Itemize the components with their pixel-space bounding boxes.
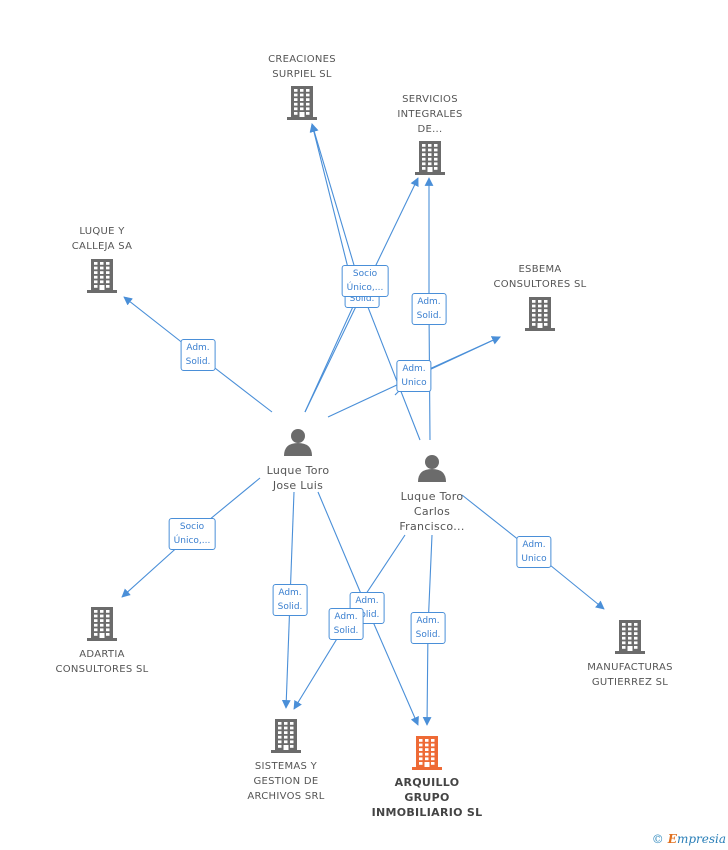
edge-label-line: Adm.	[186, 343, 210, 353]
node-label-adartia[interactable]: ADARTIA CONSULTORES SL	[55, 647, 148, 677]
node-label-line: Carlos	[413, 505, 451, 518]
node-label-line: SISTEMAS Y	[254, 761, 318, 772]
copyright-icon: ©	[651, 832, 664, 846]
edge-label-line: Unico	[521, 554, 547, 564]
edge-label-line: Adm.	[402, 364, 426, 374]
node-label-line: Luque Toro	[266, 464, 330, 477]
node-label-line: INTEGRALES	[397, 109, 463, 120]
node-label-line: GUTIERREZ SL	[591, 677, 669, 688]
node-label-line: GRUPO	[404, 791, 450, 804]
node-label-luque-calleja[interactable]: LUQUE Y CALLEJA SA	[72, 224, 132, 254]
brand-name: mpresia	[676, 832, 726, 846]
edge-label-line: Solid.	[416, 311, 442, 321]
edge-label-line: Único,...	[173, 536, 211, 546]
node-label-line: ARCHIVOS SRL	[247, 791, 325, 802]
building-icon-sistemas[interactable]	[271, 719, 301, 753]
node-label-line: ESBEMA	[518, 264, 562, 275]
node-label-line: DE...	[417, 124, 443, 135]
node-label-line: Francisco...	[399, 520, 465, 533]
edge-label-line: Único,...	[346, 283, 384, 293]
edge-label-jose-luis-to-luque-calleja[interactable]: Adm. Solid.	[180, 339, 216, 371]
person-icon-carlos[interactable]	[418, 455, 446, 482]
node-label-line: CONSULTORES SL	[493, 279, 587, 290]
node-label-line: GESTION DE	[253, 776, 319, 787]
edge-label-line: Socio	[179, 522, 205, 532]
building-icon-luque-calleja[interactable]	[87, 259, 117, 293]
edge-label-line: Adm.	[522, 540, 546, 550]
building-icon-adartia[interactable]	[87, 607, 117, 641]
edge-label-line: Solid.	[354, 610, 380, 620]
node-label-manufacturas[interactable]: MANUFACTURAS GUTIERREZ SL	[587, 660, 673, 690]
node-label-line: ADARTIA	[79, 649, 125, 660]
node-label-line: CALLEJA SA	[71, 241, 133, 252]
edge-label-line: Adm.	[278, 588, 302, 598]
node-label-line: SERVICIOS	[402, 94, 458, 105]
edge-label-line: Solid.	[277, 602, 303, 612]
edge-label-carlos-to-manufacturas[interactable]: Adm. Unico	[516, 536, 552, 568]
edge-label-line: Adm.	[355, 596, 379, 606]
node-label-esbema[interactable]: ESBEMA CONSULTORES SL	[493, 262, 586, 292]
node-label-creaciones[interactable]: CREACIONES SURPIEL SL	[268, 52, 336, 82]
building-icon-creaciones[interactable]	[287, 86, 317, 120]
edge-label-line: Solid.	[349, 294, 375, 304]
edge-label-line: Adm.	[416, 616, 440, 626]
edge-label-line: Adm.	[334, 612, 358, 622]
edge-label-line: Solid.	[333, 626, 359, 636]
node-label-servicios[interactable]: SERVICIOS INTEGRALES DE...	[397, 92, 462, 137]
node-label-line: CREACIONES	[268, 54, 336, 65]
watermark: ©Empresia	[652, 832, 726, 846]
edge-label-line: Unico	[401, 378, 427, 388]
building-icon-manufacturas[interactable]	[615, 620, 645, 654]
edge-label-jose-luis-to-sistemas[interactable]: Adm. Solid.	[272, 584, 308, 616]
person-icon-jose-luis[interactable]	[284, 429, 312, 456]
edge-label-carlos-to-arquillo[interactable]: Adm. Solid.	[410, 612, 446, 644]
edge-label-carlos-to-sistemas[interactable]: Adm. Solid.	[328, 608, 364, 640]
node-label-line: ARQUILLO	[394, 776, 460, 789]
edge-label-line: Adm.	[417, 297, 441, 307]
node-label-line: LUQUE Y	[79, 226, 125, 237]
edge-label-carlos-to-esbema[interactable]: Adm. Unico	[396, 360, 432, 392]
node-label-line: SURPIEL SL	[272, 69, 332, 80]
edge-label-carlos-to-servicios[interactable]: Adm. Solid.	[411, 293, 447, 325]
building-icon-servicios[interactable]	[415, 141, 445, 175]
node-label-line: CONSULTORES SL	[55, 664, 149, 675]
edge-label-line: Solid.	[185, 357, 211, 367]
node-label-line: Jose Luis	[272, 479, 324, 492]
node-label-line: MANUFACTURAS	[587, 662, 673, 673]
edge-label-line: Socio	[352, 269, 378, 279]
node-label-line: INMOBILIARIO SL	[371, 806, 483, 819]
node-label-line: Luque Toro	[400, 490, 464, 503]
nodes-layer	[87, 86, 645, 770]
node-label-sistemas[interactable]: SISTEMAS Y GESTION DE ARCHIVOS SRL	[247, 759, 324, 804]
node-label-arquillo[interactable]: ARQUILLO GRUPO INMOBILIARIO SL	[372, 775, 483, 820]
building-icon-arquillo[interactable]	[412, 736, 442, 770]
edge-label-line: Solid.	[415, 630, 441, 640]
building-icon-esbema[interactable]	[525, 297, 555, 331]
brand-initial: E	[667, 832, 677, 846]
